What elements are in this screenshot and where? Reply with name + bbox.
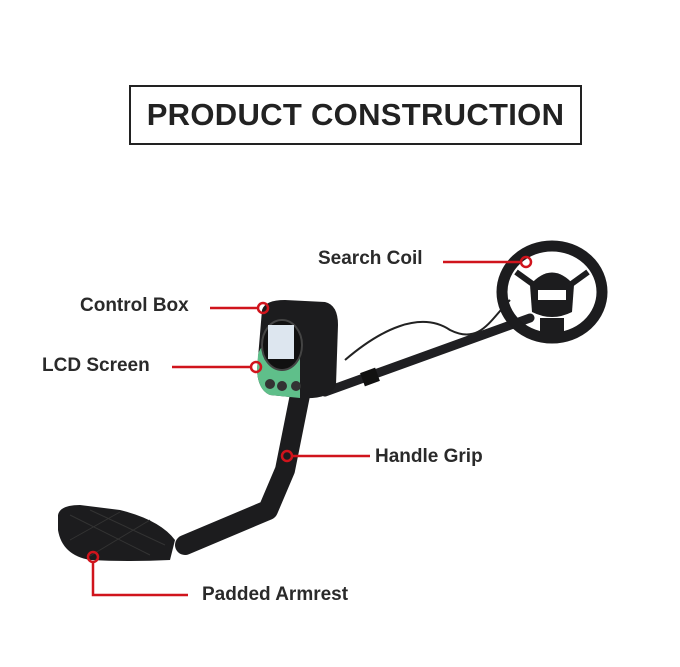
page-title: PRODUCT CONSTRUCTION <box>146 97 565 132</box>
control-box-label: Control Box <box>80 295 189 316</box>
armrest-callout-line <box>91 562 188 597</box>
coil-cable <box>344 299 511 361</box>
shaft-pole <box>320 313 535 397</box>
metal-detector <box>58 240 608 561</box>
search-coil <box>496 240 608 344</box>
handle-grip-label: Handle Grip <box>375 446 483 467</box>
pole-lock <box>360 367 380 387</box>
callout-lines <box>86 255 533 597</box>
title-box: PRODUCT CONSTRUCTION <box>129 85 582 145</box>
lcd-screen <box>268 325 294 359</box>
search-coil-label: Search Coil <box>318 248 423 269</box>
lcd-screen-label: LCD Screen <box>42 355 150 376</box>
handle-shaft <box>175 385 310 555</box>
armrest <box>58 505 175 561</box>
padded-armrest-label: Padded Armrest <box>202 584 349 605</box>
